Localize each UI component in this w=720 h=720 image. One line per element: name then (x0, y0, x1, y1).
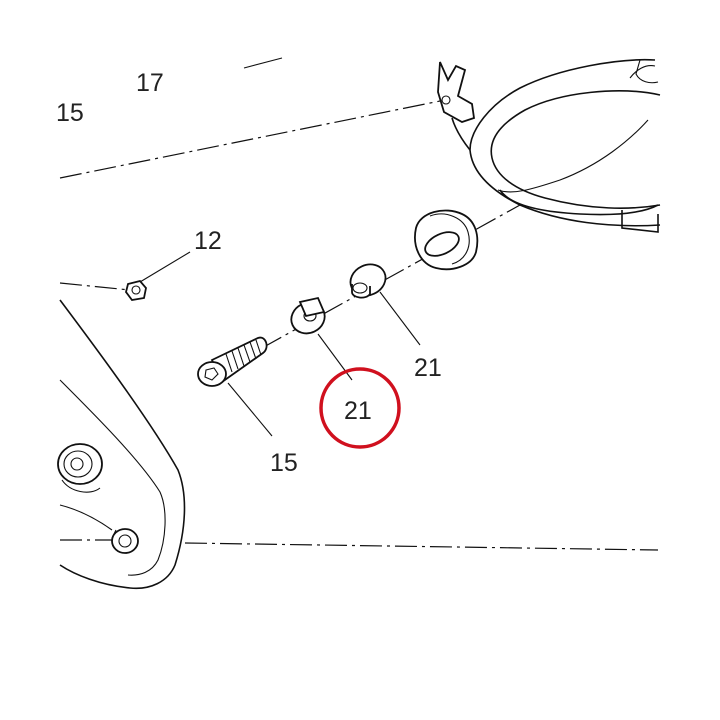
nut-bore (131, 285, 141, 295)
upper-centre-line (59, 99, 446, 179)
label-17: 17 (136, 69, 164, 97)
label-21-circled: 21 (344, 397, 372, 425)
label-15-top: 15 (56, 99, 84, 127)
highlight-circle (319, 367, 401, 449)
label-15-bolt: 15 (270, 449, 298, 477)
rubber-grommet (414, 209, 479, 271)
housing-rib (629, 65, 656, 79)
left-mount-line (59, 282, 131, 291)
boss-outer (57, 443, 103, 485)
leader-15-bolt (227, 382, 273, 437)
centre-lines (59, 57, 659, 551)
nut-facet (111, 529, 117, 539)
housing-outer-shell (469, 58, 661, 227)
bolt-head (197, 361, 227, 387)
label-21-right: 21 (414, 354, 442, 382)
boss-hole (70, 457, 84, 471)
bracket-hole (441, 95, 451, 105)
label-12: 12 (194, 227, 222, 255)
mounting-bracket (437, 61, 475, 123)
part-labels: 17 15 12 21 21 15 (56, 69, 442, 477)
fairing-lower-nut (111, 528, 139, 554)
nut-icon (125, 279, 147, 301)
housing-inner-rim (490, 90, 661, 209)
grommet-slot (424, 231, 460, 257)
fairing-inner-edge (59, 379, 166, 576)
bolt-head-socket (204, 367, 219, 381)
top-stub-line (243, 57, 283, 69)
nut-icon (111, 528, 139, 554)
bracket-body (437, 61, 475, 123)
washer-boss (298, 296, 326, 318)
fairing-outer-edge (59, 299, 186, 590)
headlight-housing (451, 58, 661, 233)
fairing-boss (57, 443, 103, 493)
housing-lower-tab (621, 210, 659, 233)
grommet-groove (429, 213, 470, 265)
boss-neck (61, 479, 101, 493)
housing-lens-edge (497, 119, 649, 193)
part-15-bolt (197, 336, 273, 437)
part-12-nut (125, 251, 191, 301)
part-21-washer-lower (290, 296, 353, 381)
fairing-inner-edge-2 (59, 504, 113, 531)
leader-12 (139, 251, 191, 283)
bolt-threads (225, 339, 262, 373)
fairing-panel (57, 299, 186, 590)
housing-upper-tab (635, 59, 659, 84)
housing-side (451, 117, 471, 151)
spacer-sleeve (351, 284, 371, 299)
boss-ring (63, 450, 93, 478)
housing-lower-edge (499, 189, 659, 216)
spacer-bore (352, 282, 368, 294)
part-21-spacer-upper (349, 263, 421, 346)
leader-21-right (379, 291, 421, 346)
nut-hole (118, 534, 132, 548)
lower-centre-line (184, 542, 659, 551)
